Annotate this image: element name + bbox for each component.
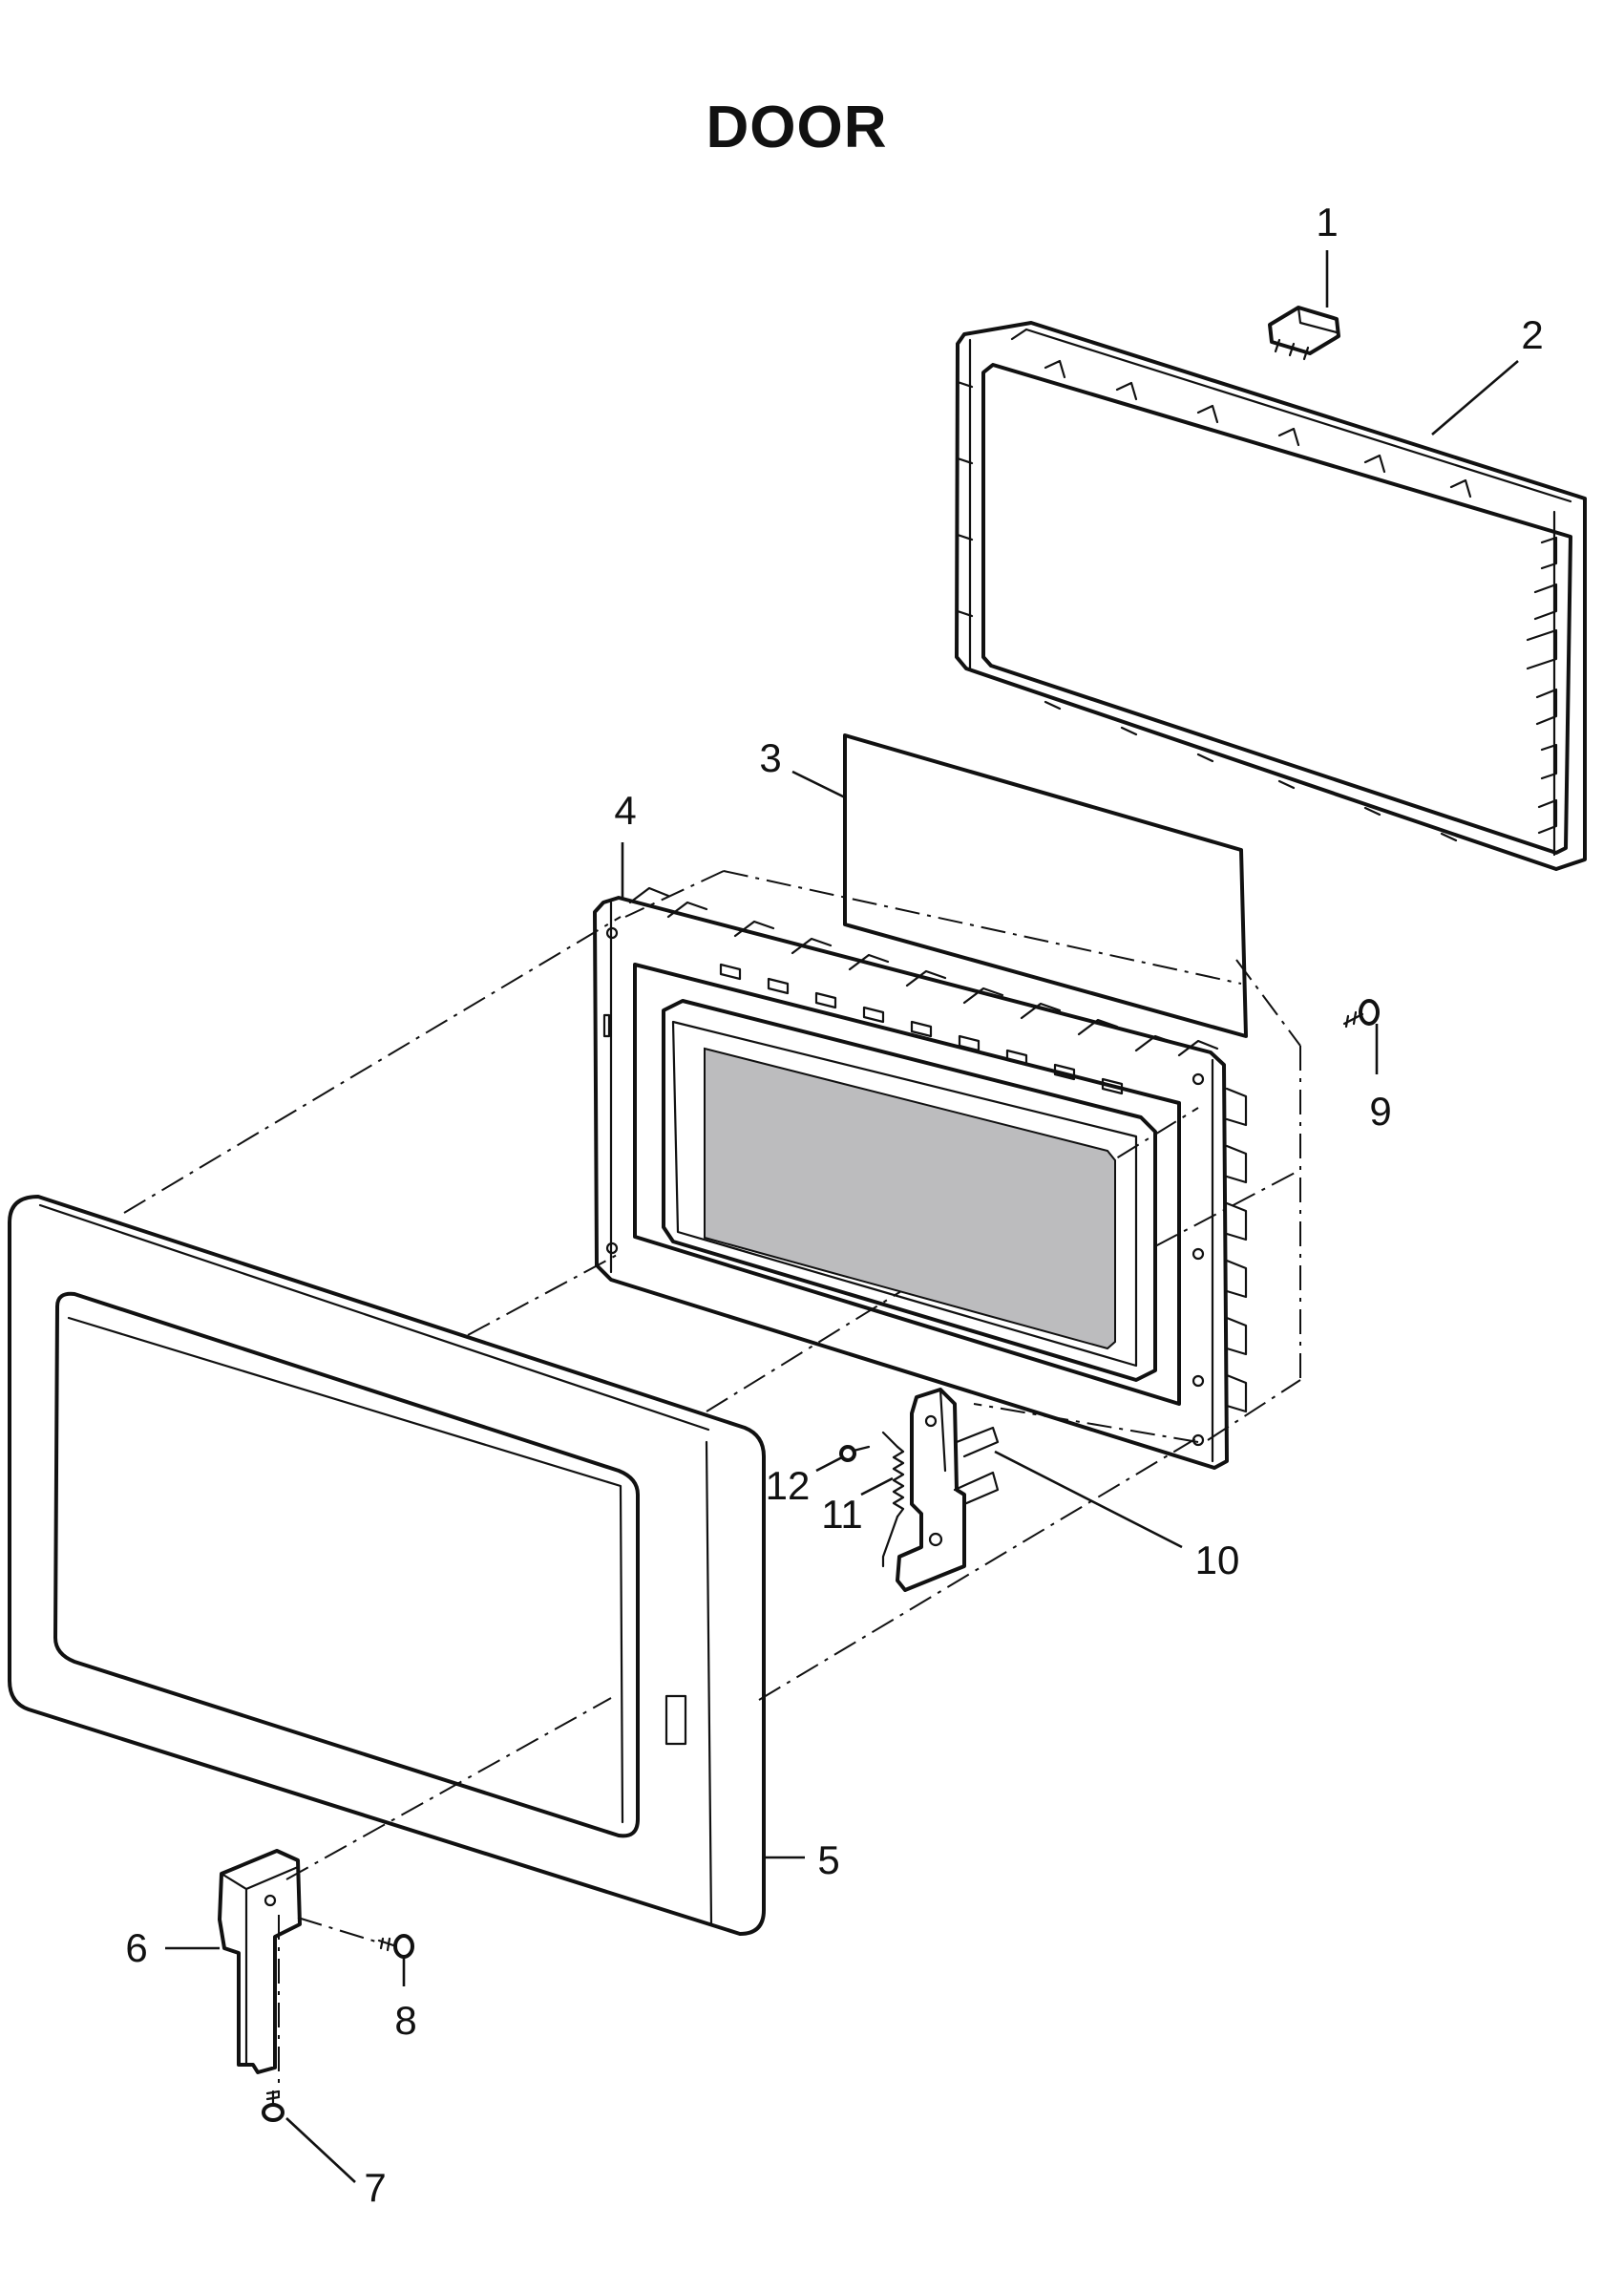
screw-7 (262, 2090, 285, 2122)
inner-door-frame (593, 886, 1248, 1470)
door-window-glass (704, 1047, 1116, 1350)
latch-hook (896, 1388, 1000, 1592)
choke-cover-frame (955, 321, 1587, 871)
screw-9 (1342, 999, 1380, 1029)
callout-2: 2 (1521, 312, 1543, 357)
callout-8: 8 (394, 1998, 416, 2043)
leader-lines (165, 250, 1519, 2183)
latch-clip (1268, 306, 1340, 361)
callout-4: 4 (614, 788, 636, 833)
callout-6: 6 (125, 1925, 147, 1970)
glass-sheet (843, 733, 1248, 1038)
callout-10: 10 (1195, 1538, 1240, 1582)
callout-5: 5 (817, 1837, 839, 1882)
assembly-lines (123, 870, 1301, 2096)
callout-12: 12 (766, 1463, 811, 1508)
callout-3: 3 (759, 735, 781, 780)
screw-8 (377, 1934, 414, 1959)
latch-spring (881, 1431, 905, 1568)
callout-7: 7 (364, 2165, 386, 2210)
door-handle (218, 1849, 302, 2074)
callout-labels: 1 2 3 4 5 6 7 8 9 10 11 12 (125, 200, 1543, 2210)
screw-12 (839, 1445, 871, 1462)
callout-11: 11 (821, 1492, 863, 1537)
callout-1: 1 (1316, 200, 1338, 244)
diagram-title: DOOR (706, 95, 888, 160)
callout-9: 9 (1369, 1089, 1391, 1134)
outer-door-panel (8, 1195, 766, 1936)
